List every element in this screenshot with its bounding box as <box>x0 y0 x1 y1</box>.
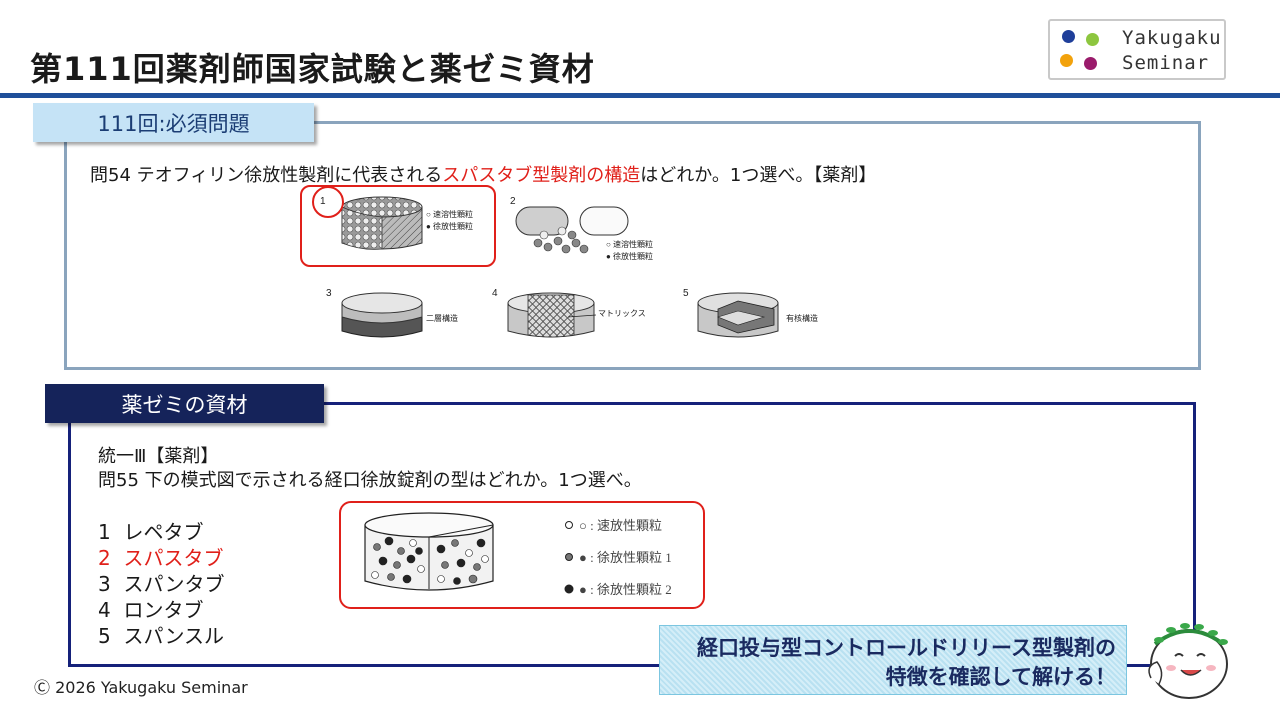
page-title: 第111回薬剤師国家試験と薬ゼミ資材 <box>30 50 595 88</box>
logo-word-1: Yakugaku <box>1122 27 1222 49</box>
logo-word-2: Seminar <box>1122 52 1210 74</box>
tablet-schematic-box: ○ : 速放性顆粒 ● : 徐放性顆粒 1 ● : 徐放性顆粒 2 <box>339 501 705 609</box>
question-54-prefix: 問54 テオフィリン徐放性製剤に代表される <box>90 165 443 186</box>
logo-dot-orange-icon <box>1060 54 1073 67</box>
figure-item-4-number: 4 <box>492 288 498 299</box>
figure-item-2-label-a: ○ 速溶性顆粒 <box>606 239 653 249</box>
material-source: 統一Ⅲ【薬剤】 <box>98 446 219 467</box>
material-section-tab: 薬ゼミの資材 <box>45 384 324 423</box>
material-question-panel <box>68 402 1196 667</box>
figure-item-5-label: 有核構造 <box>786 313 818 323</box>
figure-item-2-label-b: ● 徐放性顆粒 <box>606 251 653 261</box>
logo-dot-green-icon <box>1086 33 1099 46</box>
question-54-suffix: はどれか。1つ選べ。【薬剤】 <box>640 165 877 186</box>
copyright: Ⓒ 2026 Yakugaku Seminar <box>34 678 248 697</box>
legend-fast-release: ○ : 速放性顆粒 <box>579 518 662 533</box>
figure-item-4-label: マトリックス <box>598 309 646 318</box>
exam-question-panel <box>64 121 1201 370</box>
figure-item-5-number: 5 <box>683 288 689 299</box>
figure-item-1-label-a: ○ 速溶性顆粒 <box>426 209 473 219</box>
answer-highlight-circle <box>312 186 344 218</box>
option-2-correct: 2 スパスタブ <box>98 546 224 570</box>
figure-item-3-label: 二層構造 <box>426 313 458 323</box>
option-1: 1 レペタブ <box>98 520 204 544</box>
legend-sustained-1: ● : 徐放性顆粒 1 <box>579 550 672 565</box>
question-55: 問55 下の模式図で示される経口徐放錠剤の型はどれか。1つ選べ。 <box>98 470 642 491</box>
tip-banner: 経口投与型コントロールドリリース型製剤の 特徴を確認して解ける！ <box>659 625 1127 695</box>
header-divider <box>0 93 1280 98</box>
answer-highlight-box <box>300 185 496 267</box>
logo-dot-blue-icon <box>1062 30 1075 43</box>
banner-line-1: 経口投与型コントロールドリリース型製剤の <box>697 636 1116 660</box>
option-4: 4 ロンタブ <box>98 598 204 622</box>
figure-item-3-number: 3 <box>326 288 332 299</box>
mascot-character-icon <box>1148 623 1228 699</box>
question-54-highlight: スパスタブ型製剤の構造 <box>442 165 641 186</box>
legend-sustained-2: ● : 徐放性顆粒 2 <box>579 582 672 597</box>
figure-item-2-number: 2 <box>510 196 516 207</box>
option-5: 5 スパンスル <box>98 624 225 648</box>
banner-line-2: 特徴を確認して解ける！ <box>885 665 1116 689</box>
yakugaku-logo: Yakugaku Seminar <box>1048 19 1226 80</box>
option-3: 3 スパンタブ <box>98 572 225 596</box>
question-54: 問54 テオフィリン徐放性製剤に代表されるスパスタブ型製剤の構造はどれか。1つ選… <box>90 161 876 187</box>
exam-section-tab: 111回:必須問題 <box>33 103 314 142</box>
figure-item-1-label-b: ● 徐放性顆粒 <box>426 221 473 231</box>
tablet-schematic-figure: ○ : 速放性顆粒 ● : 徐放性顆粒 1 ● : 徐放性顆粒 2 <box>364 512 672 597</box>
logo-dot-purple-icon <box>1084 57 1097 70</box>
tablet-structure-figure: 1 ○ 速溶性顆粒 ● 徐放性顆粒 2 ○ 速溶性顆粒 ● 徐放性顆粒 3 二層… <box>320 196 818 338</box>
